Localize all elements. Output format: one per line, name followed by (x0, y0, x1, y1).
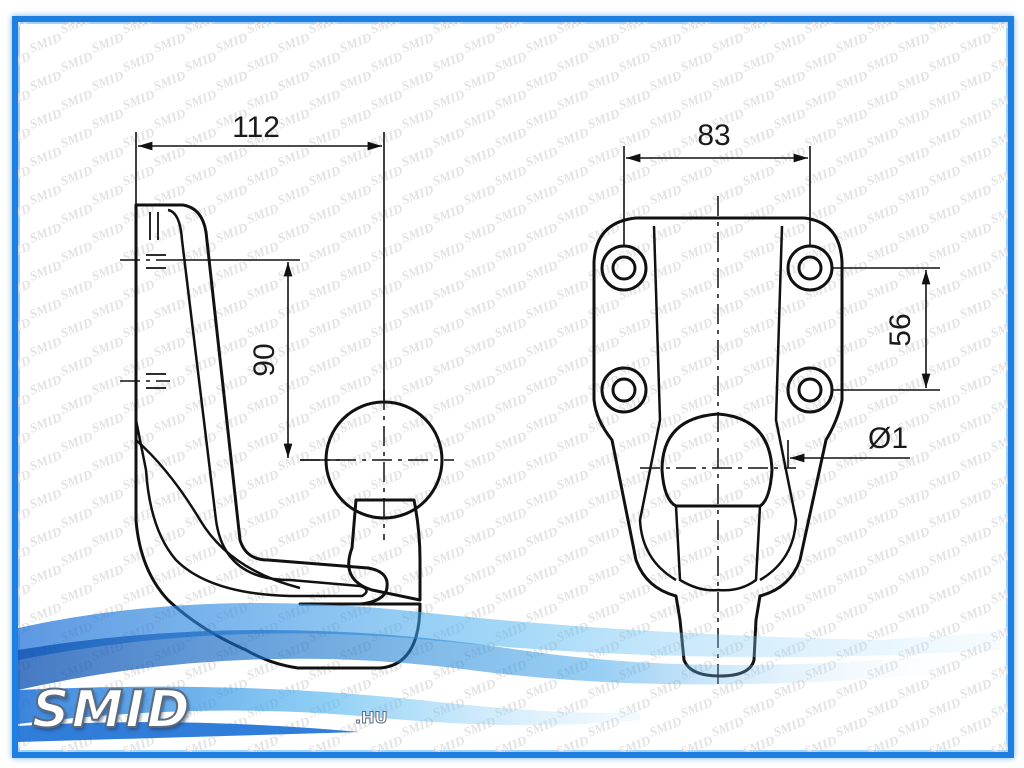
label-side-height: 90 (248, 343, 281, 376)
dim-front-width (623, 146, 811, 246)
smid-logo-suffix: .HU (354, 708, 388, 728)
front-rib-right (759, 225, 798, 582)
front-neck (674, 505, 762, 592)
side-bracket-rib (134, 208, 368, 598)
front-ball (660, 412, 774, 508)
side-neck (347, 498, 422, 602)
side-bracket-rib-lower (135, 439, 301, 590)
label-front-height: 56 (884, 313, 917, 346)
dim-side-height (170, 259, 340, 461)
bolt-hole-top-left (600, 244, 648, 292)
label-side-width: 112 (232, 111, 280, 144)
decorative-waves (18, 603, 1000, 742)
side-hole-marks (146, 212, 166, 389)
side-view (120, 132, 454, 670)
bolt-hole-bottom-left (600, 366, 648, 414)
dim-hole-diameter (787, 440, 910, 468)
side-bracket-outline (134, 203, 422, 670)
smid-logo: SMID (31, 679, 192, 741)
front-rib-left (638, 225, 677, 582)
label-hole-diameter: Ø1 (868, 422, 908, 455)
bolt-hole-bottom-right (786, 366, 834, 414)
bolt-hole-top-right (786, 244, 834, 292)
dim-side-width (135, 132, 385, 400)
front-view (592, 146, 940, 690)
dim-front-height (832, 267, 940, 391)
front-center-lines (640, 196, 796, 690)
front-bolt-holes (600, 244, 834, 414)
label-front-width: 83 (697, 119, 730, 152)
side-center-lines (120, 259, 454, 540)
